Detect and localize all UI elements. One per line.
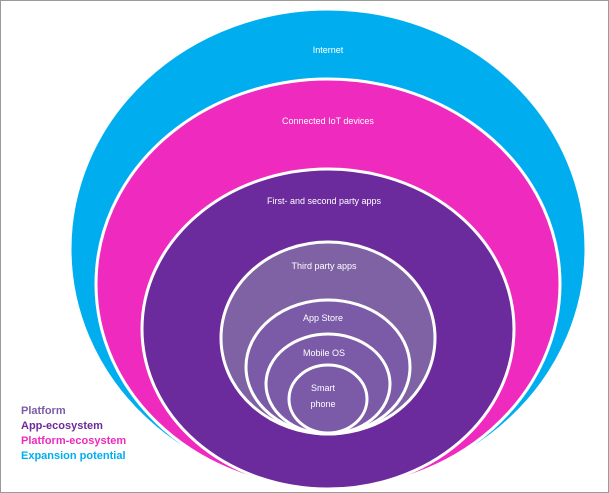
label-smartphone-line2: phone	[310, 399, 335, 409]
legend-item-platform-ecosystem: Platform-ecosystem	[21, 435, 127, 447]
label-smartphone-line1: Smart	[311, 383, 336, 393]
ring-smartphone	[287, 363, 369, 435]
legend-item-expansion-potential: Expansion potential	[21, 450, 126, 462]
label-third-party: Third party apps	[291, 261, 357, 271]
label-first-second-party: First- and second party apps	[267, 196, 382, 206]
label-internet: Internet	[313, 45, 344, 55]
legend-item-app-ecosystem: App-ecosystem	[21, 420, 103, 432]
label-mobile-os: Mobile OS	[303, 348, 345, 358]
label-app-store: App Store	[303, 313, 343, 323]
legend: Platform App-ecosystem Platform-ecosyste…	[21, 404, 126, 464]
label-iot: Connected IoT devices	[282, 116, 374, 126]
legend-item-platform: Platform	[21, 405, 66, 417]
